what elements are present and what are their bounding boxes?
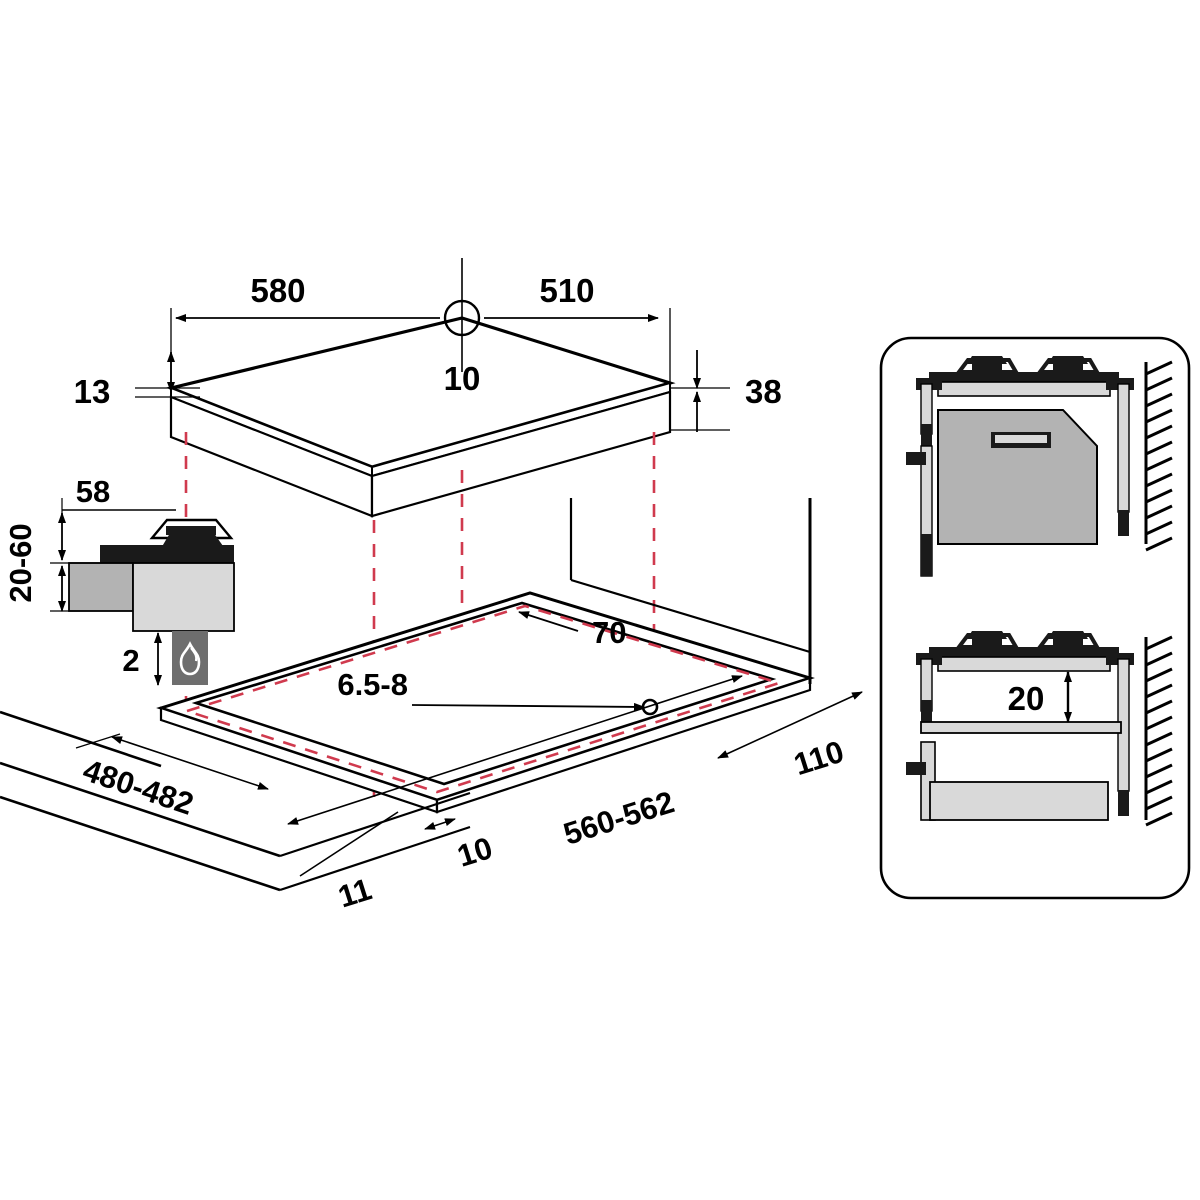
section-view-over-drawer: 20 (906, 631, 1173, 827)
worktop-lower-line-b (0, 795, 281, 892)
hob-body-section (132, 562, 235, 632)
dim-hob-depth: 510 (539, 272, 594, 309)
shelf-divider (920, 721, 1122, 734)
dim-480-line (111, 736, 269, 790)
worktop-block (68, 562, 134, 612)
dim-110-line (717, 691, 863, 759)
gas-injector-stem (172, 631, 208, 685)
dim-480-ext-a (75, 733, 121, 749)
rail-right-upper-b (1118, 510, 1129, 536)
knob-left-upper (906, 452, 926, 465)
hob-body-lower (937, 656, 1111, 672)
hob-body-upper (937, 381, 1111, 397)
dim-rear-margin: 70 (592, 615, 626, 650)
rail-left-lower-b (921, 700, 932, 722)
hob-body-right (370, 390, 672, 518)
dim-flange-width: 58 (76, 474, 110, 509)
dim-corner-radius: 6.5-8 (337, 667, 408, 702)
wall-hatch-lower (1145, 635, 1173, 827)
knob-left-lower (906, 762, 926, 775)
section-panel: 20 (879, 336, 1191, 900)
clamp-detail-view: 58 20-60 2 (3, 474, 235, 686)
worktop-lower-line-a (0, 761, 281, 858)
dim-70-line (518, 611, 579, 632)
dim-11-leader (299, 811, 399, 877)
hob-plate-lower (929, 647, 1119, 657)
dim-lip-thickness: 13 (74, 373, 111, 410)
dim-clearance: 2 (122, 643, 139, 678)
drawer-front (929, 781, 1109, 821)
hob-plate-upper (929, 372, 1119, 382)
dim-hob-width: 580 (250, 272, 305, 309)
dim-body-height: 38 (745, 373, 782, 410)
dim-centre-mark: 10 (444, 360, 481, 397)
section-view-over-oven (906, 356, 1173, 577)
worktop-lower-line-d (279, 825, 471, 892)
rail-left-upper-d (921, 534, 932, 576)
dim-under-hob-clearance: 20 (1008, 680, 1045, 717)
rail-left-upper-b (921, 424, 932, 446)
oven-handle-inner (995, 435, 1047, 443)
oven-body (937, 409, 1098, 545)
wall-base-line (570, 578, 811, 654)
gas-flame-icon (179, 641, 201, 676)
hob-isometric-view: 580 510 10 13 38 (74, 258, 782, 800)
hob-plate-right (138, 545, 234, 563)
wall-hatch-upper (1145, 360, 1173, 552)
burner-cap-top (166, 526, 216, 535)
dim-worktop-thickness: 20-60 (3, 523, 38, 602)
rail-right-lower-b (1118, 790, 1129, 816)
dim-560-line (287, 675, 743, 825)
dim-10-line (424, 818, 456, 830)
rail-right-upper-a (1117, 383, 1130, 513)
